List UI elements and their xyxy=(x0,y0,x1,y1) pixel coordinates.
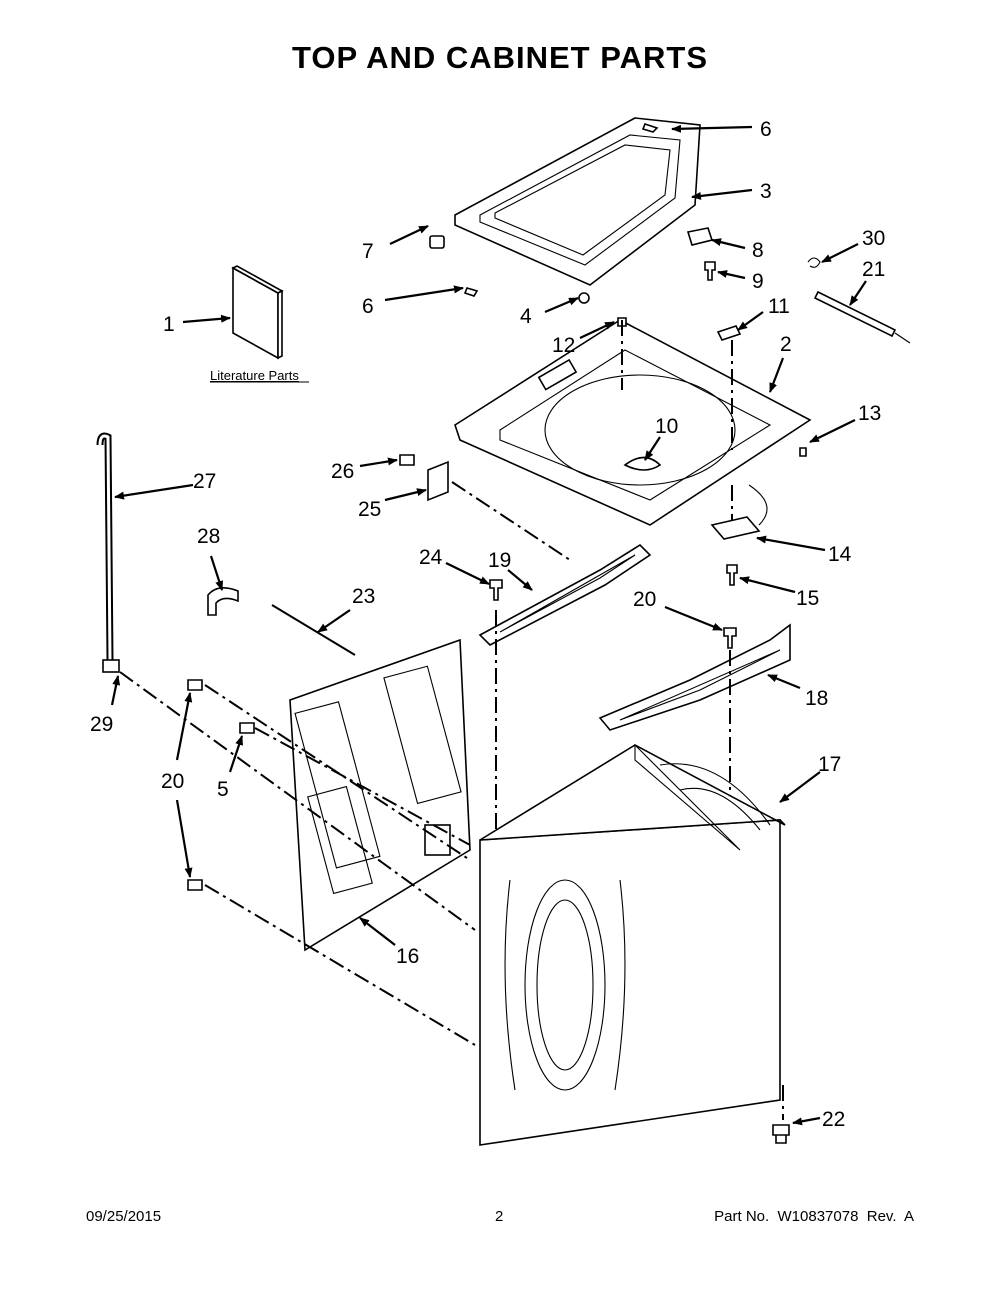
callout-13: 13 xyxy=(858,402,881,425)
callout-26: 26 xyxy=(331,460,354,483)
callout-6: 6 xyxy=(362,295,374,318)
callout-21: 21 xyxy=(862,258,885,281)
footer-page-number: 2 xyxy=(495,1208,504,1225)
spring-part xyxy=(813,290,897,338)
hinge-pin-part xyxy=(641,123,659,133)
callout-12: 12 xyxy=(552,334,575,357)
clip-part xyxy=(716,325,742,341)
screw-part xyxy=(704,261,716,281)
rear-panel-part xyxy=(289,638,471,952)
top-panel-part xyxy=(454,319,812,526)
callout-16: 16 xyxy=(396,945,419,968)
callout-29: 29 xyxy=(90,713,113,736)
drain-hose-part xyxy=(96,432,120,673)
spring-hook-part xyxy=(807,257,821,268)
callout-8: 8 xyxy=(752,239,764,262)
callout-28: 28 xyxy=(197,525,220,548)
callout-19: 19 xyxy=(488,549,511,572)
callout-17: 17 xyxy=(818,753,841,776)
callout-5: 5 xyxy=(217,778,229,801)
callout-14: 14 xyxy=(828,543,852,566)
callout-arrows xyxy=(110,124,867,1126)
callout-22: 22 xyxy=(822,1108,845,1131)
lid-switch-part xyxy=(686,227,714,246)
screw-part xyxy=(723,627,737,649)
footer-part-number: Part No. W10837078 Rev. A xyxy=(714,1208,914,1225)
callout-20: 20 xyxy=(161,770,184,793)
callout-10: 10 xyxy=(655,415,678,438)
callout-15: 15 xyxy=(796,587,819,610)
callout-20: 20 xyxy=(633,588,656,611)
callout-27: 27 xyxy=(193,470,216,493)
leveling-leg-part xyxy=(772,1124,790,1144)
front-brace-part xyxy=(478,543,652,646)
callout-2: 2 xyxy=(780,333,792,356)
callout-3: 3 xyxy=(760,180,772,203)
hinge-pin-part xyxy=(463,287,479,297)
callout-30: 30 xyxy=(862,227,885,250)
callout-4: 4 xyxy=(520,305,532,328)
screw-part xyxy=(726,564,738,586)
rear-brace-part xyxy=(598,623,791,731)
hose-clamp-part xyxy=(207,587,239,616)
callout-11: 11 xyxy=(768,295,790,318)
screw-part xyxy=(187,679,203,691)
screw-part xyxy=(187,879,203,891)
callout-7: 7 xyxy=(362,240,374,263)
screw-part xyxy=(239,722,255,734)
lid-pad-part xyxy=(578,292,590,304)
literature-part xyxy=(231,265,284,360)
lid-part xyxy=(454,117,701,286)
bracket-part xyxy=(427,460,449,502)
callout-25: 25 xyxy=(358,498,381,521)
literature-parts-label: Literature Parts xyxy=(210,368,299,383)
tie-rod-part xyxy=(271,604,356,656)
callout-24: 24 xyxy=(419,546,443,569)
screw-part xyxy=(799,447,807,457)
screw-part xyxy=(489,579,503,601)
callout-6: 6 xyxy=(760,118,772,141)
callout-labels: 6 3 8 9 30 21 7 6 4 1 12 11 2 13 10 27 2… xyxy=(90,118,885,1131)
page-title: TOP AND CABINET PARTS xyxy=(292,40,708,75)
callout-23: 23 xyxy=(352,585,375,608)
callout-9: 9 xyxy=(752,270,764,293)
cabinet-part xyxy=(479,743,786,1146)
footer-date: 09/25/2015 xyxy=(86,1208,162,1225)
lid-bumper-part xyxy=(429,235,445,249)
lid-lock-part xyxy=(710,516,761,540)
callout-1: 1 xyxy=(163,313,175,336)
callout-18: 18 xyxy=(805,687,828,710)
screw-part xyxy=(399,454,415,466)
